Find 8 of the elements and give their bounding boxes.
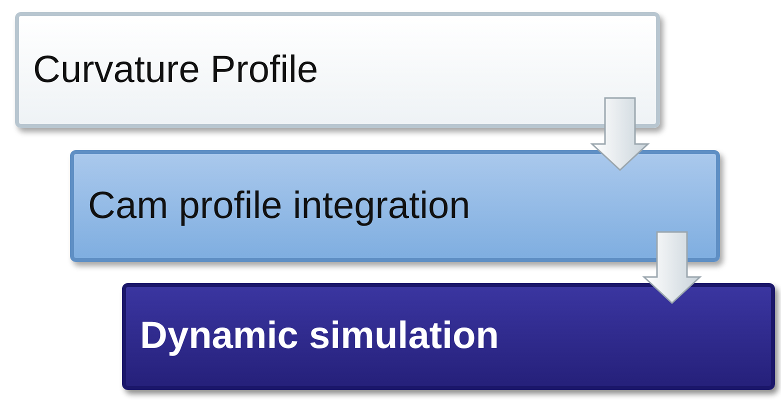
block-arrow bbox=[590, 97, 650, 172]
box-label: Cam profile integration bbox=[87, 184, 470, 228]
box-label: Dynamic simulation bbox=[139, 315, 499, 358]
process-box bbox=[70, 150, 720, 262]
block-arrow bbox=[642, 231, 702, 304]
process-box bbox=[122, 283, 775, 390]
process-box bbox=[15, 12, 660, 128]
box-label: Curvature Profile bbox=[32, 48, 318, 92]
